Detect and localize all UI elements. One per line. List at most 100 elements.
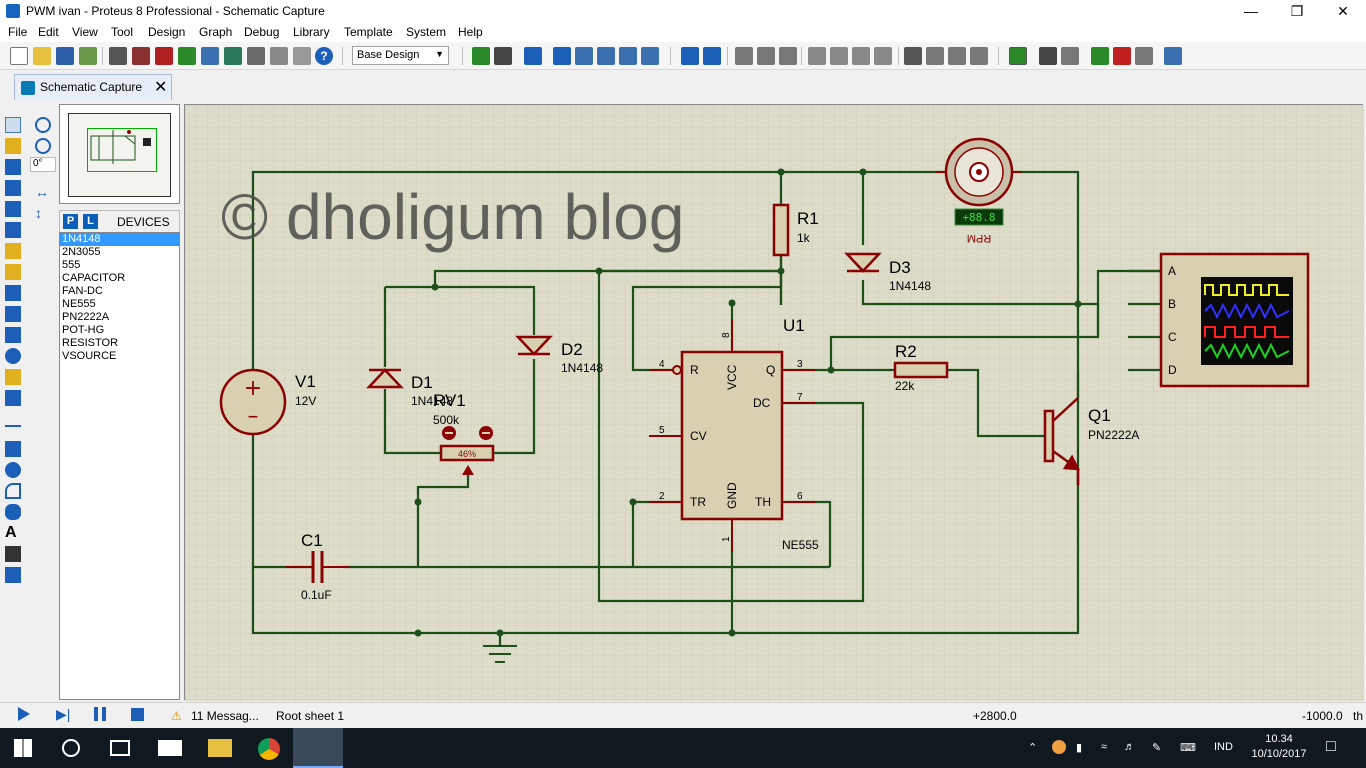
- import-icon[interactable]: [79, 47, 97, 65]
- oscilloscope-instrument[interactable]: [1159, 252, 1310, 388]
- device-item[interactable]: 1N4148: [60, 233, 179, 246]
- device-item[interactable]: RESISTOR: [62, 337, 119, 349]
- menu-help[interactable]: Help: [458, 25, 483, 39]
- remove-sheet-icon[interactable]: [1113, 47, 1131, 65]
- wires[interactable]: [251, 170, 1161, 645]
- wifi-icon[interactable]: ≈: [1101, 741, 1108, 753]
- battery-icon[interactable]: ▮: [1076, 742, 1083, 754]
- paste-icon[interactable]: [779, 47, 797, 65]
- electrical-rule-check-icon[interactable]: [1164, 47, 1182, 65]
- selection-mode-icon[interactable]: [5, 117, 21, 133]
- input-language[interactable]: IND: [1214, 741, 1233, 753]
- pause-icon[interactable]: [94, 707, 106, 721]
- dc-fan-motor[interactable]: [936, 137, 1022, 207]
- buses-mode-icon[interactable]: [5, 222, 21, 238]
- device-item[interactable]: CAPACITOR: [62, 272, 126, 284]
- diode-d2[interactable]: [515, 335, 553, 356]
- menu-template[interactable]: Template: [344, 25, 393, 39]
- help-icon[interactable]: ?: [315, 47, 333, 65]
- source-code-icon[interactable]: [270, 47, 288, 65]
- diode-d1[interactable]: [366, 368, 404, 389]
- taskbar-clock[interactable]: 10.34 10/10/2017: [1250, 732, 1308, 762]
- design-explorer-icon[interactable]: [224, 47, 242, 65]
- pen-icon[interactable]: ✎: [1152, 742, 1162, 754]
- messages-count[interactable]: 11 Messag...: [191, 709, 259, 723]
- home-icon[interactable]: [109, 47, 127, 65]
- save-icon[interactable]: [56, 47, 74, 65]
- weather-icon[interactable]: [1052, 740, 1066, 754]
- new-file-icon[interactable]: [10, 47, 28, 65]
- block-delete-icon[interactable]: [874, 47, 892, 65]
- voltage-source-v1[interactable]: + –: [219, 368, 287, 436]
- rotate-anticlockwise-icon[interactable]: [35, 138, 51, 154]
- search-icon[interactable]: [62, 739, 80, 757]
- menu-tool[interactable]: Tool: [111, 25, 134, 39]
- device-item[interactable]: VSOURCE: [62, 350, 117, 362]
- rotate-clockwise-icon[interactable]: [35, 117, 51, 133]
- redo-icon[interactable]: [703, 47, 721, 65]
- minimize-button[interactable]: —: [1244, 3, 1258, 19]
- menu-debug[interactable]: Debug: [244, 25, 280, 39]
- tape-recorder-mode-icon[interactable]: [5, 327, 21, 343]
- overview-window[interactable]: [59, 104, 180, 204]
- bill-of-materials-icon[interactable]: [247, 47, 265, 65]
- rotation-angle-input[interactable]: 0°: [30, 157, 56, 172]
- menu-system[interactable]: System: [406, 25, 447, 39]
- menu-library[interactable]: Library: [293, 25, 330, 39]
- capacitor-c1[interactable]: [285, 551, 350, 583]
- packaging-tool-icon[interactable]: [948, 47, 966, 65]
- menu-design[interactable]: Design: [148, 25, 186, 39]
- close-button[interactable]: ✕: [1337, 3, 1349, 19]
- pick-device-icon[interactable]: [904, 47, 922, 65]
- keyboard-icon[interactable]: ⌨: [1180, 742, 1196, 754]
- potentiometer-rv1[interactable]: [439, 426, 495, 475]
- ic-u1-ne555[interactable]: [680, 350, 784, 521]
- zoom-area-icon[interactable]: [641, 47, 659, 65]
- device-pins-mode-icon[interactable]: [5, 285, 21, 301]
- menu-file[interactable]: File: [8, 25, 28, 39]
- line-mode-icon[interactable]: [5, 425, 21, 427]
- library-manager-button[interactable]: L: [83, 214, 98, 229]
- device-item[interactable]: 2N3055: [62, 246, 101, 258]
- voltage-probe-mode-icon[interactable]: [5, 369, 21, 385]
- action-center-icon[interactable]: □: [1326, 738, 1336, 755]
- resistor-r1[interactable]: [772, 203, 790, 257]
- diode-d3[interactable]: [844, 252, 882, 273]
- notes-icon[interactable]: [293, 47, 311, 65]
- markers-mode-icon[interactable]: [5, 567, 21, 583]
- task-view-icon[interactable]: [110, 740, 130, 756]
- zoom-in-icon[interactable]: [575, 47, 593, 65]
- virtual-instruments-mode-icon[interactable]: [5, 390, 21, 406]
- resistor-r2[interactable]: [893, 361, 949, 379]
- design-variant-select[interactable]: Base Design ▼: [352, 46, 449, 65]
- box-mode-icon[interactable]: [5, 441, 21, 457]
- wire-autorouter-icon[interactable]: [1009, 47, 1027, 65]
- schematic-editing-window[interactable]: + – V1 12V C1 0.1uF R1 1k D3 1N4148 D1: [184, 104, 1364, 701]
- ground-terminal[interactable]: [483, 645, 517, 663]
- volume-icon[interactable]: ♬: [1124, 741, 1135, 753]
- text-script-mode-icon[interactable]: [5, 201, 21, 217]
- pcb-layout-icon[interactable]: [155, 47, 173, 65]
- menu-edit[interactable]: Edit: [38, 25, 59, 39]
- graph-mode-icon[interactable]: [5, 306, 21, 322]
- decompose-icon[interactable]: [970, 47, 988, 65]
- open-file-icon[interactable]: [33, 47, 51, 65]
- terminals-mode-icon[interactable]: [5, 264, 21, 280]
- closed-path-mode-icon[interactable]: [5, 504, 21, 520]
- close-icon[interactable]: ✕: [154, 79, 168, 96]
- property-assign-icon[interactable]: [1061, 47, 1079, 65]
- undo-icon[interactable]: [681, 47, 699, 65]
- device-item[interactable]: NE555: [62, 298, 96, 310]
- wire-label-mode-icon[interactable]: [5, 180, 21, 196]
- mirror-y-icon[interactable]: ↕: [35, 205, 42, 221]
- block-rotate-icon[interactable]: [852, 47, 870, 65]
- proteus-taskbar-button[interactable]: [293, 728, 343, 768]
- file-explorer-icon[interactable]: [208, 739, 232, 757]
- copy-icon[interactable]: [757, 47, 775, 65]
- menu-view[interactable]: View: [72, 25, 98, 39]
- schematic-drawing[interactable]: + – V1 12V C1 0.1uF R1 1k D3 1N4148 D1: [185, 105, 1364, 701]
- component-mode-icon[interactable]: [5, 138, 21, 154]
- 3d-view-icon[interactable]: [178, 47, 196, 65]
- make-device-icon[interactable]: [926, 47, 944, 65]
- exit-to-parent-icon[interactable]: [1135, 47, 1153, 65]
